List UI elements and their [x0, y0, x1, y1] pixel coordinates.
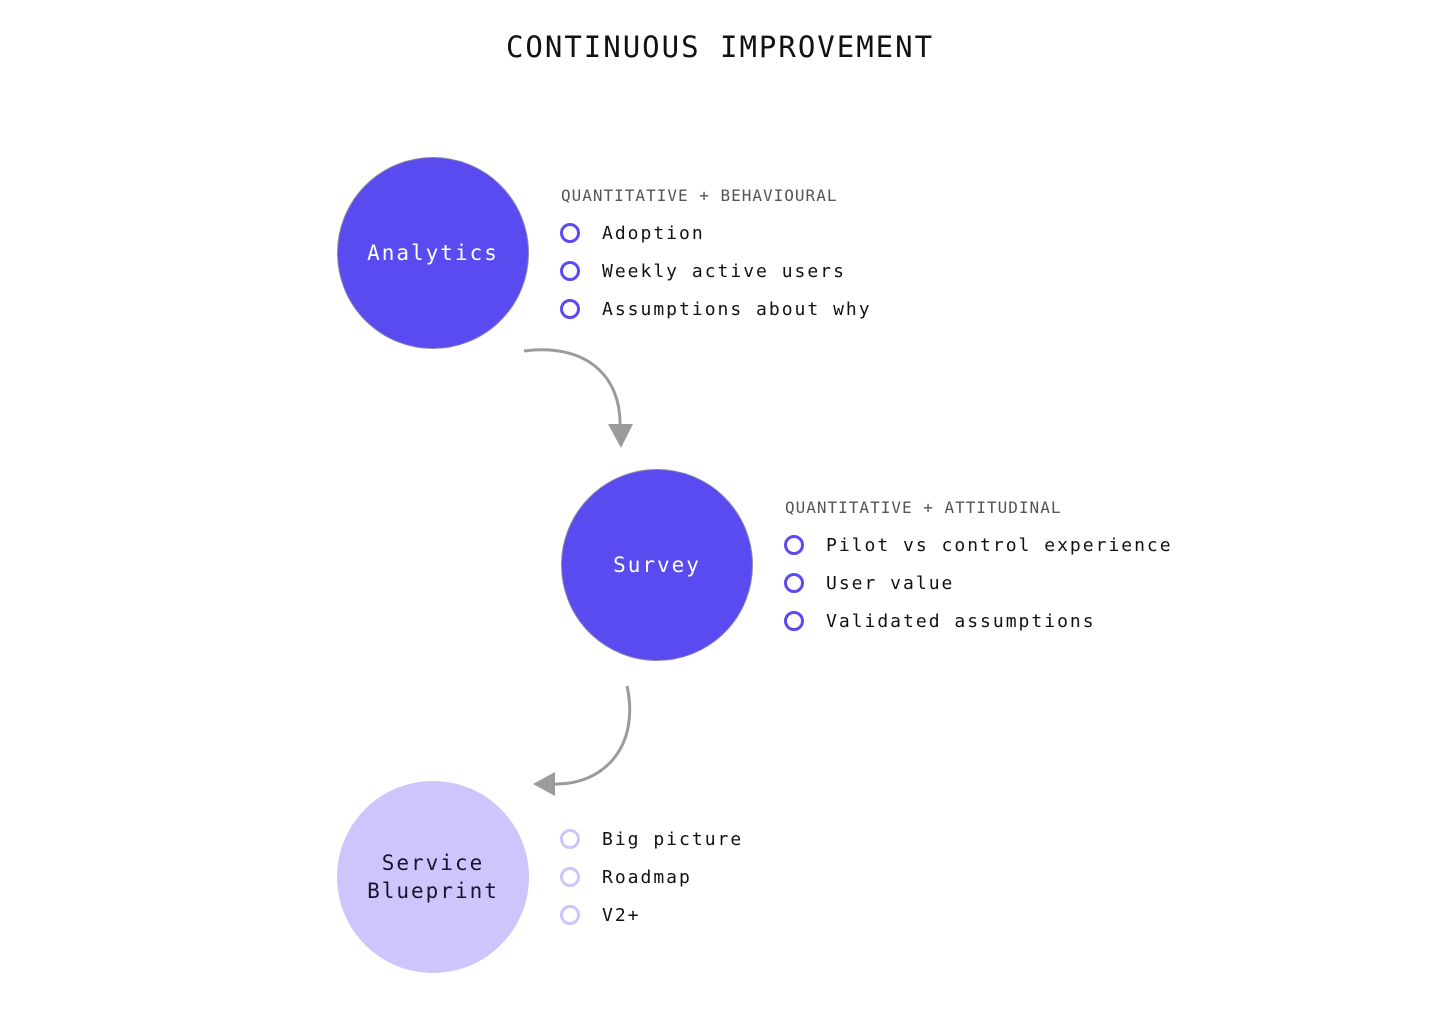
arrow-analytics-to-survey	[523, 348, 622, 429]
list-item: User value	[784, 564, 1173, 602]
list-item-text: Big picture	[602, 828, 744, 850]
ring-bullet-icon	[784, 611, 804, 631]
ring-bullet-icon	[784, 573, 804, 593]
arrow-survey-to-blueprint	[551, 685, 632, 786]
ring-bullet-icon	[784, 535, 804, 555]
list-item-text: Assumptions about why	[602, 298, 872, 320]
list-item-text: Pilot vs control experience	[826, 534, 1173, 556]
arrowhead-down	[608, 424, 633, 448]
analytics-list: Adoption Weekly active users Assumptions…	[560, 214, 872, 328]
ring-bullet-icon	[560, 223, 580, 243]
ring-bullet-icon	[560, 299, 580, 319]
list-item: Weekly active users	[560, 252, 872, 290]
list-item: Validated assumptions	[784, 602, 1173, 640]
list-item: Big picture	[560, 820, 743, 858]
list-item: Adoption	[560, 214, 872, 252]
list-item-text: User value	[826, 572, 955, 594]
list-item: Pilot vs control experience	[784, 526, 1173, 564]
analytics-circle-label: Analytics	[367, 241, 499, 265]
list-item-text: Adoption	[602, 222, 705, 244]
survey-list: Pilot vs control experience User value V…	[784, 526, 1173, 640]
service-blueprint-label-line-2: Blueprint	[367, 879, 499, 903]
list-item-text: Validated assumptions	[826, 610, 1096, 632]
list-item-text: Roadmap	[602, 866, 692, 888]
survey-category-label: QUANTITATIVE + ATTITUDINAL	[785, 498, 1062, 517]
analytics-category-label: QUANTITATIVE + BEHAVIOURAL	[561, 186, 838, 205]
list-item: Assumptions about why	[560, 290, 872, 328]
service-blueprint-list: Big picture Roadmap V2+	[560, 820, 743, 934]
survey-circle-label: Survey	[613, 553, 701, 577]
service-blueprint-label-line-1: Service	[381, 851, 485, 875]
page-title: CONTINUOUS IMPROVEMENT	[505, 30, 935, 64]
arrowhead-left	[533, 772, 555, 796]
ring-bullet-icon	[560, 867, 580, 887]
list-item-text: V2+	[602, 904, 641, 926]
analytics-circle: Analytics	[337, 157, 529, 349]
survey-circle: Survey	[561, 469, 753, 661]
ring-bullet-icon	[560, 261, 580, 281]
ring-bullet-icon	[560, 829, 580, 849]
list-item-text: Weekly active users	[602, 260, 846, 282]
list-item: Roadmap	[560, 858, 743, 896]
ring-bullet-icon	[560, 905, 580, 925]
service-blueprint-circle: Service Blueprint	[337, 781, 529, 973]
list-item: V2+	[560, 896, 743, 934]
